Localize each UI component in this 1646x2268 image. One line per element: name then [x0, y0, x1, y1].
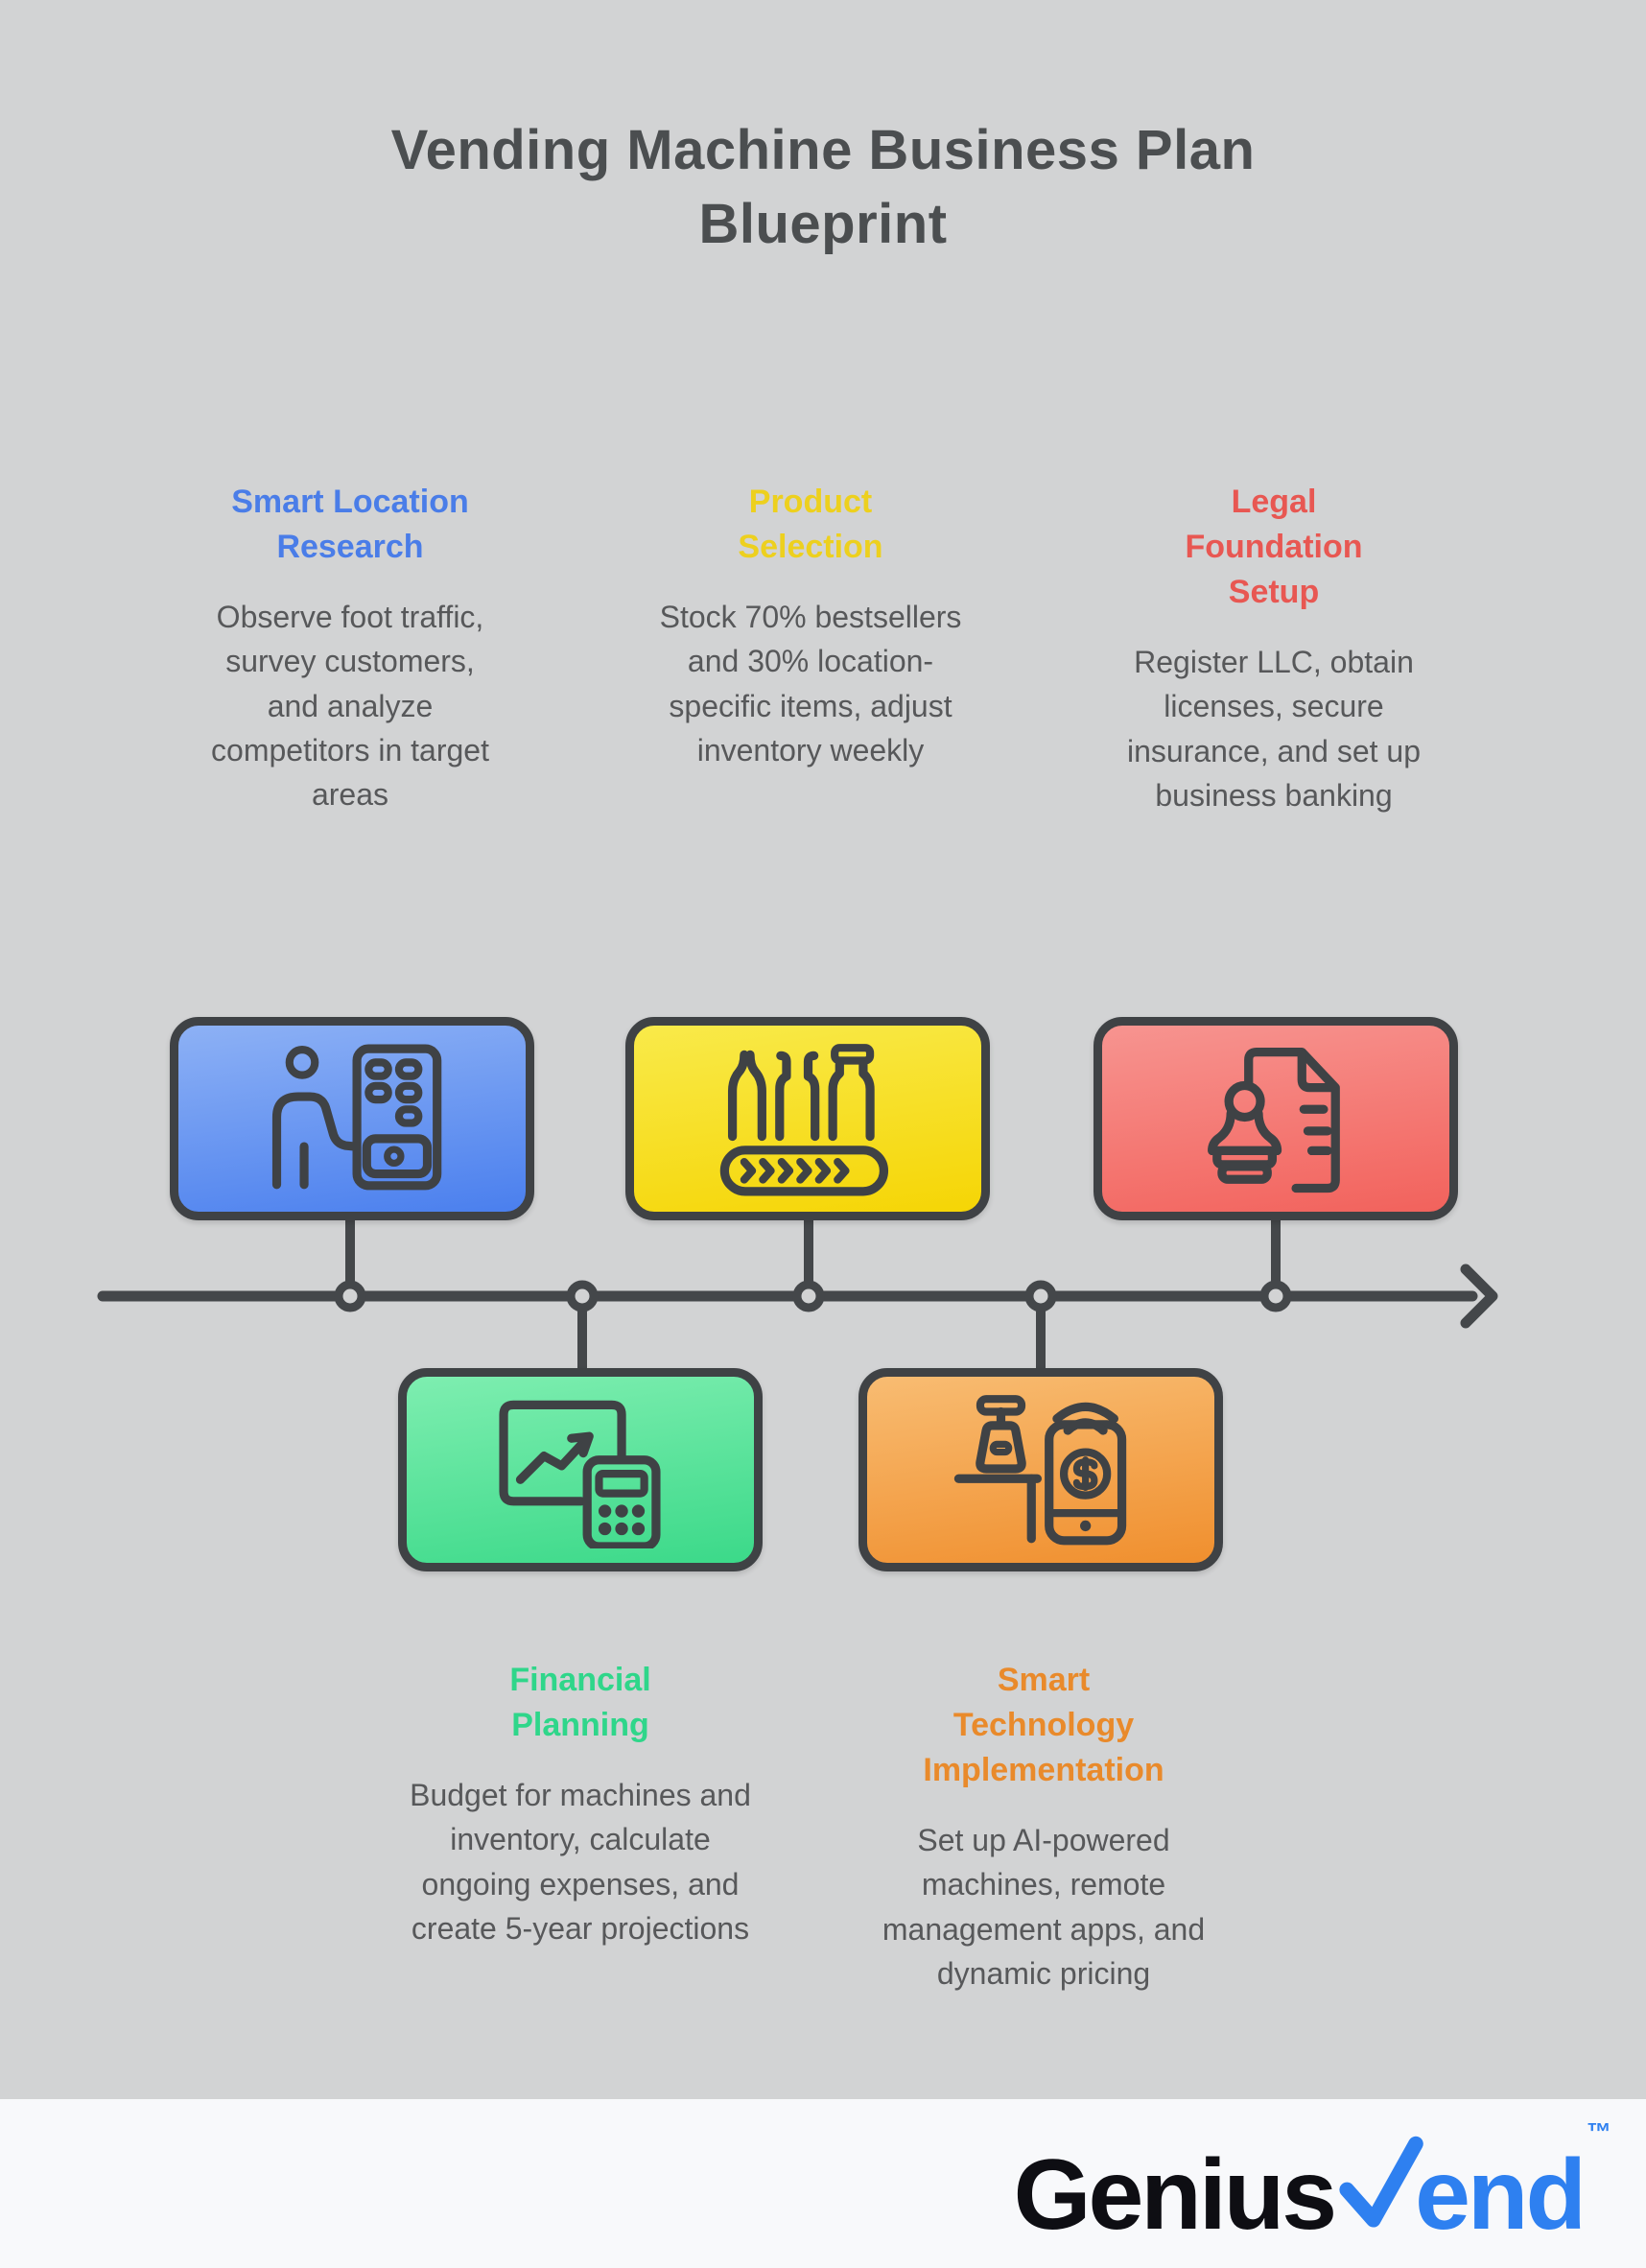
- document-stamp-icon: [1208, 1047, 1340, 1193]
- step-box-smart-technology-implementation: [858, 1368, 1223, 1571]
- person-vending-machine-icon: [271, 1044, 442, 1191]
- step-description: Observe foot traffic, survey customers, …: [211, 599, 489, 813]
- step-heading: Product Selection: [738, 484, 883, 565]
- page-title-line2: Blueprint: [698, 193, 948, 256]
- step-box-product-selection: [625, 1017, 990, 1220]
- timeline-node-2: [566, 1280, 599, 1312]
- timeline-node-3: [792, 1280, 825, 1312]
- geniusvend-logo: Genius end ™: [1013, 2119, 1611, 2251]
- step-text-smart-location-research: Smart Location Research Observe foot tra…: [177, 480, 523, 817]
- step-box-financial-planning: [398, 1368, 763, 1571]
- step-heading: Smart Location Research: [231, 484, 469, 565]
- step-text-product-selection: Product Selection Stock 70% bestsellers …: [638, 480, 983, 772]
- timeline-arrowhead-icon: [1460, 1264, 1498, 1329]
- chart-calculator-icon: [499, 1400, 661, 1548]
- step-description: Stock 70% bestsellers and 30% location-s…: [659, 599, 962, 768]
- step-text-smart-technology-implementation: Smart Technology Implementation Set up A…: [857, 1658, 1231, 1996]
- step-description: Register LLC, obtain licenses, secure in…: [1127, 644, 1421, 813]
- step-description: Budget for machines and inventory, calcu…: [410, 1777, 751, 1946]
- step-box-smart-location-research: [170, 1017, 534, 1220]
- step-description: Set up AI-powered machines, remote manag…: [882, 1822, 1206, 1991]
- step-text-financial-planning: Financial Planning Budget for machines a…: [393, 1658, 767, 1950]
- page-title-line1: Vending Machine Business Plan: [390, 119, 1256, 181]
- step-heading: Smart Technology Implementation: [923, 1662, 1164, 1788]
- page-title: Vending Machine Business Plan Blueprint: [0, 113, 1646, 261]
- trademark-symbol: ™: [1587, 2117, 1611, 2146]
- bottles-conveyor-icon: [719, 1044, 889, 1196]
- footer: Genius end ™: [0, 2099, 1646, 2268]
- cash-register-phone-icon: [953, 1395, 1127, 1546]
- check-icon: [1339, 2136, 1423, 2228]
- timeline-node-4: [1024, 1280, 1057, 1312]
- logo-text-genius: Genius: [1013, 2138, 1338, 2251]
- step-box-legal-foundation-setup: [1093, 1017, 1458, 1220]
- timeline: [97, 1209, 1498, 1380]
- step-heading: Legal Foundation Setup: [1185, 484, 1363, 610]
- timeline-node-1: [334, 1280, 366, 1312]
- step-heading: Financial Planning: [509, 1662, 651, 1743]
- timeline-node-5: [1259, 1280, 1292, 1312]
- logo-text-end: end: [1415, 2138, 1587, 2251]
- step-text-legal-foundation-setup: Legal Foundation Setup Register LLC, obt…: [1101, 480, 1446, 817]
